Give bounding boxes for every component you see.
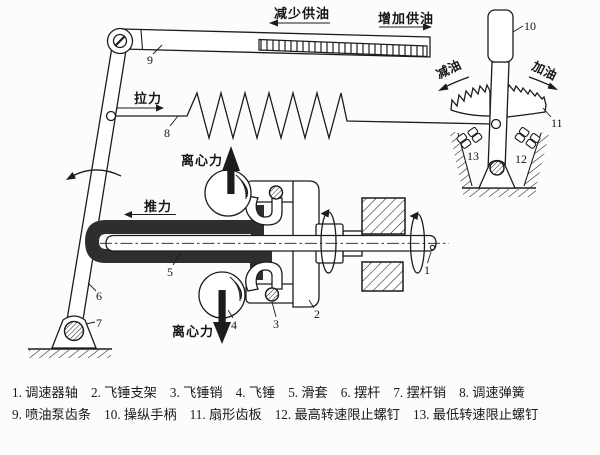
centrifugal-upper-label: 离心力: [181, 153, 223, 168]
supply-direction-labels: 减少供油 增加供油: [269, 6, 434, 31]
reduce-oil-label: 减油: [434, 57, 464, 82]
caption-item: 4. 飞锤: [235, 385, 276, 400]
callout-9: 9: [147, 53, 153, 67]
add-oil-label: 加油: [529, 58, 560, 83]
push-force-arrow-icon: [124, 211, 132, 218]
lever-bar: [65, 43, 128, 327]
callout-4: 4: [231, 318, 237, 332]
spring-anchor-pin-left: [105, 110, 117, 122]
governor-mechanism: 推力: [85, 146, 449, 344]
flyweight-lower-shading: [229, 276, 243, 302]
caption-line-1: 1. 调速器轴 2. 飞锤支架 3. 飞锤销 4. 飞锤 5. 滑套 6. 摆杆 7. 摆杆…: [12, 382, 596, 401]
governor-diagram-svg: 减少供油 增加供油 拉力 推力: [28, 6, 563, 358]
sector-gear-right: [506, 83, 547, 118]
pull-force-arrow-icon: [156, 104, 164, 112]
handle-knob-10: [487, 9, 514, 63]
shaft-end-detail: [429, 244, 436, 251]
caption-item: 11. 扇形齿板: [189, 407, 262, 422]
callout-13: 13: [467, 149, 479, 163]
centrifugal-arrow-down-shaft: [218, 290, 226, 323]
rotation-arrow-hub-icon: [320, 209, 330, 218]
centrifugal-lower-label: 离心力: [172, 324, 214, 339]
ground-hatch-left: [29, 350, 111, 358]
lever-pin-7-hatch: [63, 320, 85, 342]
add-oil-arrow-icon: [547, 82, 558, 90]
wall-hatch-right: [524, 130, 550, 188]
caption-item: 13. 最低转速限止螺钉: [412, 407, 539, 422]
control-handle-assembly: 减油 加油: [434, 9, 560, 197]
push-force-label: 推力: [144, 199, 172, 214]
callout-2: 2: [314, 307, 320, 321]
governor-spring-8: 拉力: [105, 90, 493, 141]
bearing-block-lower-hatch: [361, 261, 404, 292]
reduce-supply-label: 减少供油: [274, 6, 330, 21]
screw-slot: [114, 35, 126, 47]
lever-swing-arrow-icon: [66, 172, 76, 180]
caption-item: 7. 摆杆销: [393, 385, 447, 400]
wall-hatch-left: [449, 130, 472, 188]
handle-pivot-hatch: [489, 160, 505, 176]
bearing-block-upper-hatch: [361, 197, 406, 235]
fuel-rack-9: [121, 28, 431, 58]
callout-11: 11: [551, 116, 563, 130]
callouts: 1 2 3 4 5 6 7 8 9 10 11 12 13: [85, 19, 563, 332]
caption-item: 1. 调速器轴: [12, 385, 78, 400]
callout-3: 3: [273, 317, 279, 331]
swing-lever-6: [28, 27, 134, 358]
callout-6: 6: [96, 289, 102, 303]
ground-hatch-right: [463, 189, 536, 197]
caption-item: 8. 调速弹簧: [459, 385, 525, 400]
callout-8: 8: [164, 126, 170, 140]
increase-supply-label: 增加供油: [378, 11, 434, 26]
spring-anchor-pin-right: [490, 118, 502, 130]
centrifugal-arrow-up-shaft: [227, 170, 235, 194]
slide-sleeve-5: [85, 220, 272, 263]
callout-7: 7: [96, 316, 102, 330]
caption-line-2: 9. 喷油泵齿条 10. 操纵手柄 11. 扇形齿板 12. 最高转速限止螺钉 13. …: [12, 404, 596, 423]
caption-item: 6. 摆杆: [340, 385, 381, 400]
reduce-supply-arrow-icon: [269, 19, 278, 27]
callout-5: 5: [167, 265, 173, 279]
rotation-arrow-shaft-icon: [409, 211, 419, 220]
callout-12: 12: [515, 152, 527, 166]
caption-item: 9. 喷油泵齿条: [12, 407, 92, 422]
increase-supply-arrow-icon: [423, 23, 432, 31]
pull-force-label: 拉力: [134, 91, 162, 106]
handle-shaft: [487, 61, 510, 171]
callout-10: 10: [524, 19, 536, 33]
caption-item: 2. 飞锤支架: [90, 385, 157, 400]
rack-teeth: [258, 38, 428, 58]
centrifugal-arrow-up-icon: [222, 146, 240, 171]
reduce-oil-arrow-icon: [438, 83, 449, 91]
flyweight-upper-shading: [235, 174, 249, 200]
caption-item: 3. 飞锤销: [169, 385, 223, 400]
rack-joint-line: [140, 29, 144, 51]
caption-item: 5. 滑套: [288, 385, 328, 400]
reduce-oil-arrow-arc: [444, 76, 470, 88]
flyweight-pin-lower-hatch: [264, 287, 280, 302]
caption-item: 12. 最高转速限止螺钉: [274, 407, 400, 422]
callout-1: 1: [424, 263, 430, 277]
centrifugal-arrow-down-icon: [213, 322, 231, 344]
caption-item: 10. 操纵手柄: [104, 407, 177, 422]
sector-gear-left: [450, 83, 491, 117]
flyweight-pin-upper-hatch: [268, 185, 284, 200]
spring-wire: [115, 90, 493, 141]
